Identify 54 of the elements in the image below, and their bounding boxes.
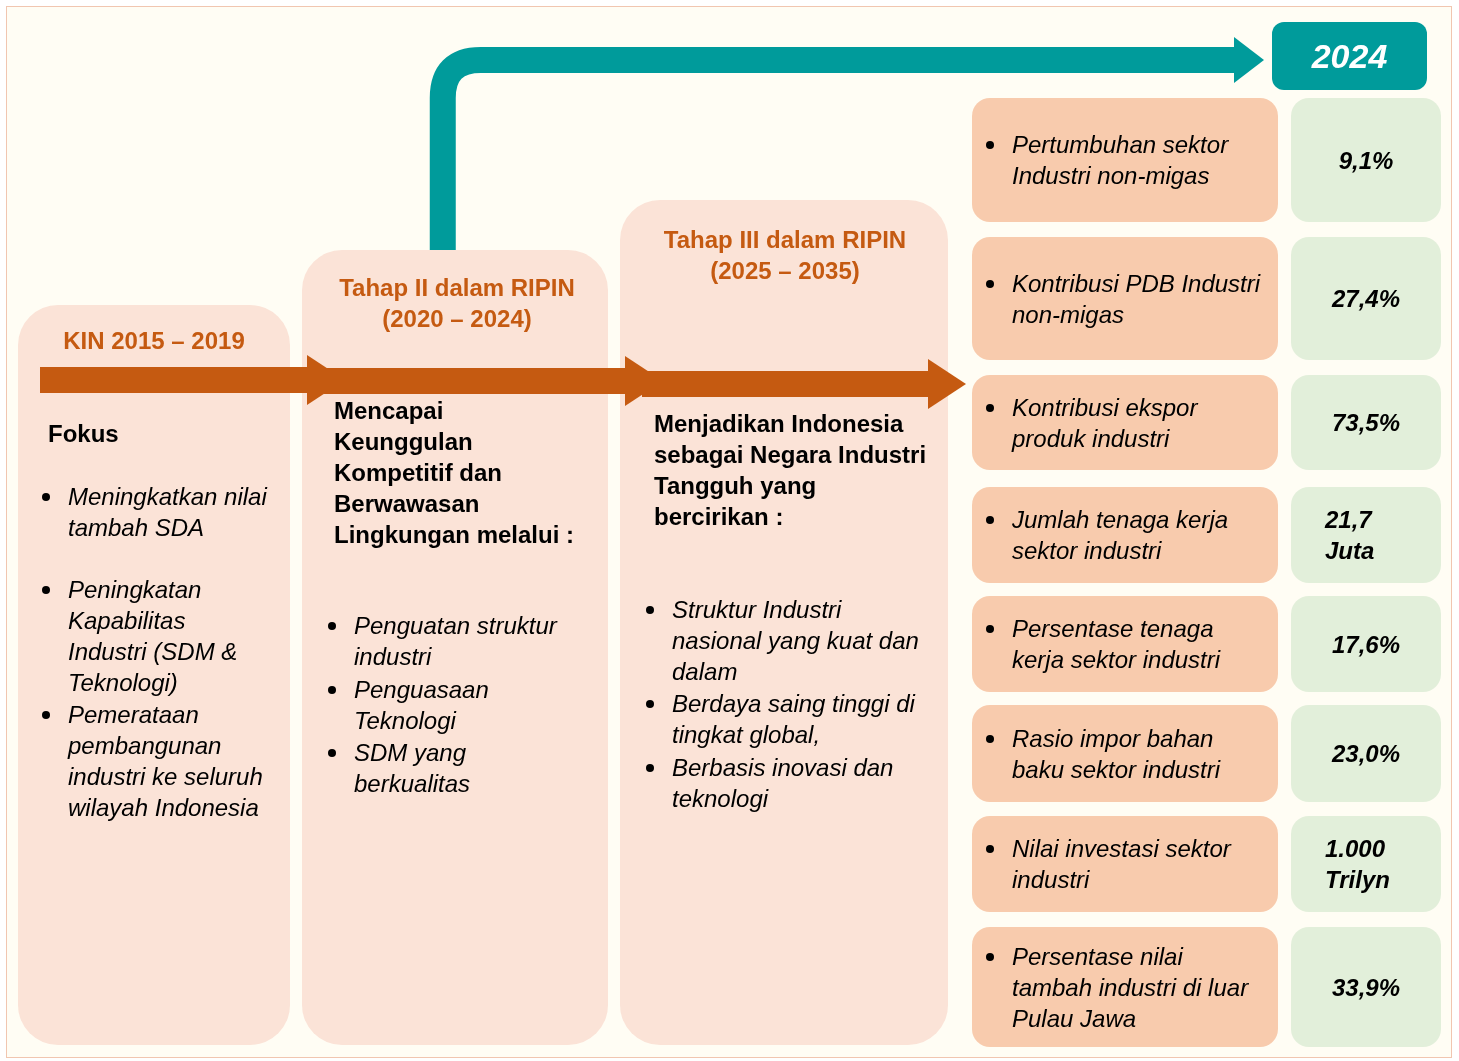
arrow	[429, 37, 1264, 250]
stage-goal-text: Menjadikan Indonesia sebagai Negara Industri Tangguh yang bercirikan :	[654, 409, 928, 532]
target-value: 9,1%	[1338, 145, 1394, 176]
stage-heading: Tahap III dalam RIPIN (2025 – 2035)	[662, 225, 908, 286]
stage-heading: Tahap II dalam RIPIN (2020 – 2024)	[338, 273, 576, 334]
target-value-box	[1291, 705, 1441, 802]
target-value: 21,7 Juta	[1325, 505, 1376, 566]
indicator-box	[972, 487, 1278, 583]
target-value-box	[1291, 98, 1441, 222]
target-value-box	[1291, 596, 1441, 692]
indicator-text: Kontribusi ekspor produk industri	[982, 391, 1262, 454]
indicator-box	[972, 375, 1278, 470]
bullet-item: Penguatan struktur industri	[324, 610, 564, 672]
indicator-text: Nilai investasi sektor industri	[982, 833, 1262, 895]
stage-panel	[18, 305, 290, 1045]
target-value-box	[1291, 927, 1441, 1047]
target-value: 33,9%	[1331, 972, 1401, 1003]
bullet-item: SDM yang berkualitas	[324, 737, 564, 799]
indicator-box	[972, 98, 1278, 222]
indicator-box	[972, 705, 1278, 802]
indicator-box	[972, 596, 1278, 692]
indicator-text: Rasio impor bahan baku sektor industri	[982, 722, 1262, 785]
stage-heading: KIN 2015 – 2019	[62, 326, 246, 356]
stage-panel	[302, 250, 608, 1045]
target-value-box	[1291, 237, 1441, 360]
year-text: 2024	[1311, 36, 1388, 76]
bullet-item: Peningkatan Kapabilitas Industri (SDM & Teknologi)	[38, 574, 268, 698]
target-value-box	[1291, 487, 1441, 583]
target-value: 23,0%	[1331, 739, 1401, 769]
bullet-item: Penguasaan Teknologi	[324, 674, 564, 736]
indicator-text: Persentase nilai tambah industri di luar Pulau Jawa	[982, 941, 1262, 1034]
arrow	[642, 359, 966, 409]
target-value: 73,5%	[1331, 408, 1401, 438]
indicator-text: Kontribusi PDB Industri non-migas	[982, 267, 1262, 330]
target-value: 1.000 Trilyn	[1325, 834, 1391, 895]
bullet-item: Berbasis inovasi dan teknologi	[642, 752, 932, 814]
indicator-text: Pertumbuhan sektor Industri non-migas	[982, 129, 1262, 191]
indicator-text: Persentase tenaga kerja sektor industri	[982, 613, 1262, 675]
target-value-box	[1291, 816, 1441, 912]
indicator-box	[972, 927, 1278, 1047]
stage-panel	[620, 200, 948, 1045]
bullet-item: Meningkatkan nilai tambah SDA	[38, 481, 268, 543]
bullet-item: Berdaya saing tinggi di tingkat global,	[642, 688, 932, 750]
stage-goal-text: Mencapai Keunggulan Kompetitif dan Berwawasan Lingkungan melalui :	[334, 396, 575, 550]
indicator-box	[972, 237, 1278, 360]
year-badge	[1272, 22, 1427, 90]
bullet-item: Pemerataan pembangunan industri ke seluruh wilayah Indonesia	[38, 699, 268, 823]
target-value-box	[1291, 375, 1441, 470]
bullet-item: Struktur Industri nasional yang kuat dan dalam	[642, 594, 932, 687]
stage-goal-text: Fokus	[48, 419, 120, 449]
indicator-box	[972, 816, 1278, 912]
indicator-text: Jumlah tenaga kerja sektor industri	[982, 504, 1262, 566]
target-value: 17,6%	[1331, 629, 1401, 660]
target-value: 27,4%	[1331, 284, 1401, 314]
